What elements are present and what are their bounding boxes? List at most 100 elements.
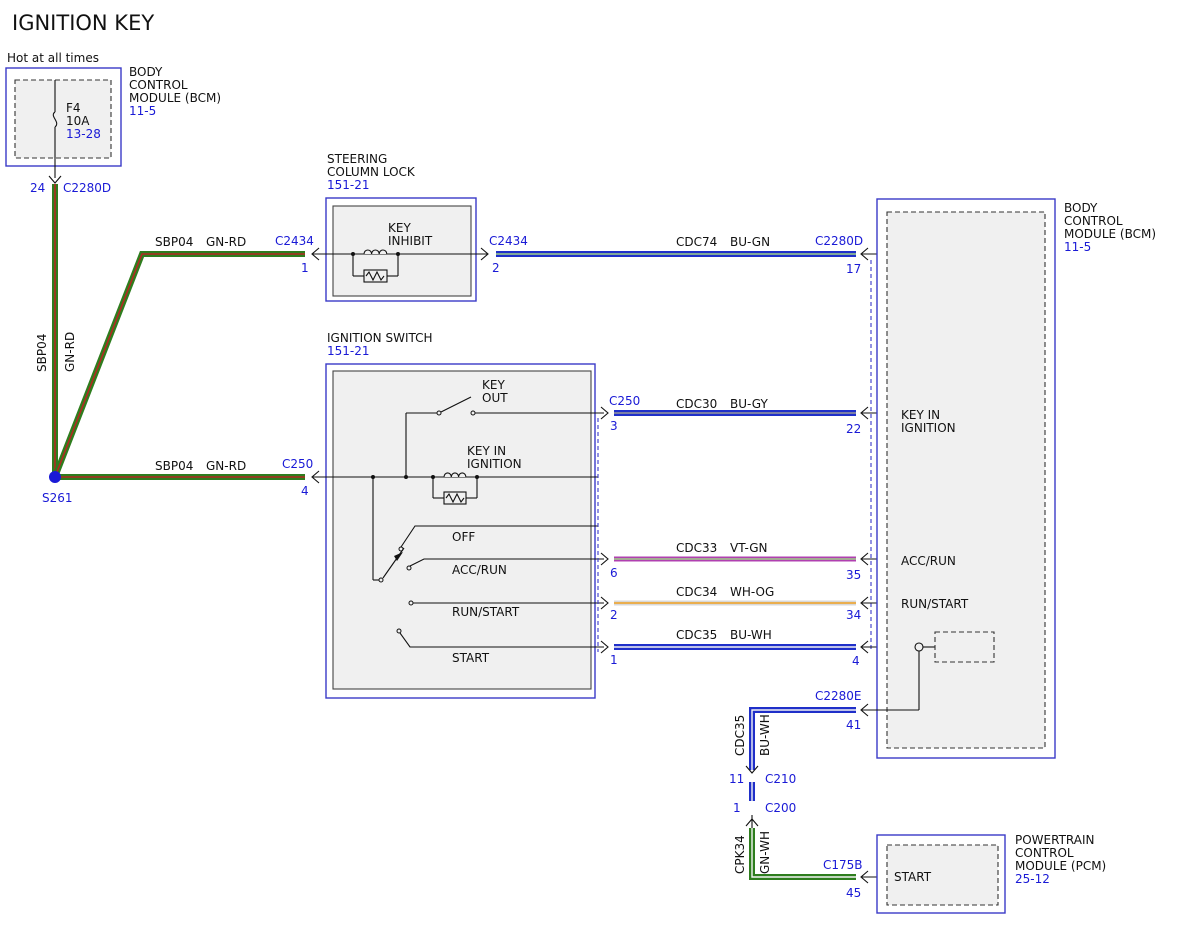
c250-lower-pin: 4 bbox=[301, 484, 309, 498]
pcm-name-2: CONTROL bbox=[1015, 846, 1074, 860]
ignition-switch-blade bbox=[382, 547, 405, 579]
c2280e-pin: 41 bbox=[846, 718, 861, 732]
pcm-module: START POWERTRAIN CONTROL MODULE (PCM) 25… bbox=[876, 833, 1106, 914]
cdc33-color: VT-GN bbox=[730, 541, 767, 555]
bcm-top-connector: C2280D bbox=[63, 181, 111, 195]
connector-arrow-icon bbox=[600, 552, 609, 566]
switch-arrow-icon bbox=[394, 552, 403, 561]
pcm-name-1: POWERTRAIN bbox=[1015, 833, 1095, 847]
cdc74-wire: CDC74 BU-GN C2280D 17 bbox=[496, 234, 888, 276]
connector-arrow-icon bbox=[745, 765, 759, 774]
sbp04-upper-circuit: SBP04 bbox=[155, 235, 193, 249]
bcm-right-name-1: BODY bbox=[1064, 201, 1098, 215]
cdc35-color: BU-WH bbox=[730, 628, 772, 642]
fuse-rating: 10A bbox=[66, 114, 90, 128]
cpk34-circuit: CPK34 bbox=[733, 835, 747, 874]
bcm-right-name-3: MODULE (BCM) bbox=[1064, 227, 1156, 241]
bcm-top-ref: 11-5 bbox=[129, 104, 156, 118]
position-acc-run: ACC/RUN bbox=[452, 563, 507, 577]
sbp04-lower-circuit: SBP04 bbox=[155, 459, 193, 473]
bcm-fuse-module: Hot at all times BODY CONTROL MODULE (BC… bbox=[5, 51, 221, 195]
c2434-left-pin: 1 bbox=[301, 261, 309, 275]
fuse-name: F4 bbox=[66, 101, 81, 115]
cdc34-circuit: CDC34 bbox=[676, 585, 717, 599]
diagram-title: IGNITION KEY bbox=[12, 11, 154, 35]
c2434-right-pin: 2 bbox=[492, 261, 500, 275]
ignition-switch-ref: 151-21 bbox=[327, 344, 370, 358]
bcm-key-in-1: KEY IN bbox=[901, 408, 940, 422]
c200-pin: 1 bbox=[733, 801, 741, 815]
key-in-label-1: KEY IN bbox=[467, 444, 506, 458]
fuse-ref: 13-28 bbox=[66, 127, 101, 141]
c2434-left-connector: C2434 bbox=[275, 234, 314, 248]
connector-arrow-icon bbox=[860, 640, 869, 654]
pcm-name-3: MODULE (PCM) bbox=[1015, 859, 1106, 873]
bcm-acc-run: ACC/RUN bbox=[901, 554, 956, 568]
bcm-run-start: RUN/START bbox=[901, 597, 969, 611]
bcm-right-module: BODY CONTROL MODULE (BCM) 11-5 KEY IN IG… bbox=[860, 198, 1156, 759]
steering-lock-name-1: STEERING bbox=[327, 152, 387, 166]
bcm-right-ref: 11-5 bbox=[1064, 240, 1091, 254]
steering-lock-ref: 151-21 bbox=[327, 178, 370, 192]
connector-arrow-icon bbox=[311, 247, 320, 261]
position-off: OFF bbox=[452, 530, 475, 544]
cpk34-color: GN-WH bbox=[758, 831, 772, 874]
cdc30-circuit: CDC30 bbox=[676, 397, 717, 411]
cdc74-circuit: CDC74 bbox=[676, 235, 717, 249]
right-wires: CDC30 BU-GY 3 22 CDC33 VT-GN 6 35 CDC34 … bbox=[610, 260, 915, 668]
connector-arrow-icon bbox=[745, 818, 759, 827]
steering-lock-name-2: COLUMN LOCK bbox=[327, 165, 416, 179]
connector-arrow-icon bbox=[600, 406, 609, 420]
sbp04-vertical-circuit: SBP04 bbox=[35, 334, 49, 372]
pcm-ref: 25-12 bbox=[1015, 872, 1050, 886]
coil-icon bbox=[443, 472, 467, 478]
c2280d-right-pin: 17 bbox=[846, 262, 861, 276]
connector-arrow-icon bbox=[860, 870, 869, 884]
connector-arrow-icon bbox=[860, 596, 869, 610]
sbp04-wires: SBP04 GN-RD SBP04 GN-RD C2434 1 SBP04 GN… bbox=[35, 184, 314, 505]
position-start: START bbox=[452, 651, 490, 665]
c250-lower-connector: C250 bbox=[282, 457, 313, 471]
resistor-icon bbox=[445, 492, 465, 504]
c250-right-connector: C250 bbox=[609, 394, 640, 408]
c200-connector: C200 bbox=[765, 801, 796, 815]
key-out-label-1: KEY bbox=[482, 378, 505, 392]
connector-arrow-icon bbox=[860, 247, 869, 261]
sbp04-upper-color: GN-RD bbox=[206, 235, 246, 249]
cdc35-down-circuit: CDC35 bbox=[733, 715, 747, 756]
cdc33-left-pin: 6 bbox=[610, 566, 618, 580]
cdc35-right-pin: 4 bbox=[852, 654, 860, 668]
c175b-pin: 45 bbox=[846, 886, 861, 900]
cdc35-down-wire: C2280E 41 CDC35 BU-WH 11 C210 1 C200 CPK… bbox=[729, 689, 888, 900]
splice-dot bbox=[49, 471, 61, 483]
connector-arrow-icon bbox=[600, 596, 609, 610]
bcm-top-name-1: BODY bbox=[129, 65, 163, 79]
c210-connector: C210 bbox=[765, 772, 796, 786]
connector-arrow-icon bbox=[860, 552, 869, 566]
coil-icon bbox=[363, 249, 388, 255]
bcm-top-pin: 24 bbox=[30, 181, 45, 195]
key-out-switch-blade bbox=[440, 396, 472, 413]
fuse-icon bbox=[52, 111, 58, 128]
cdc74-color: BU-GN bbox=[730, 235, 770, 249]
key-inhibit-1: KEY bbox=[388, 221, 411, 235]
bcm-right-name-2: CONTROL bbox=[1064, 214, 1123, 228]
steering-column-lock: STEERING COLUMN LOCK 151-21 KEY INHIBIT … bbox=[311, 152, 528, 302]
connector-arrow-icon bbox=[860, 703, 869, 717]
connector-arrow-icon bbox=[48, 175, 62, 184]
connector-arrow-icon bbox=[860, 406, 869, 420]
key-in-label-2: IGNITION bbox=[467, 457, 522, 471]
hot-at-all-times-caption: Hot at all times bbox=[7, 51, 99, 65]
key-inhibit-2: INHIBIT bbox=[388, 234, 433, 248]
connector-arrow-icon bbox=[600, 640, 609, 654]
bcm-top-name-2: CONTROL bbox=[129, 78, 188, 92]
pcm-start-label: START bbox=[894, 870, 932, 884]
cdc33-circuit: CDC33 bbox=[676, 541, 717, 555]
cdc30-left-pin: 3 bbox=[610, 419, 618, 433]
ignition-switch-name: IGNITION SWITCH bbox=[327, 331, 433, 345]
c2280d-right-connector: C2280D bbox=[815, 234, 863, 248]
cdc35-circuit: CDC35 bbox=[676, 628, 717, 642]
sbp04-vertical-color: GN-RD bbox=[63, 332, 77, 372]
c2280e-connector: C2280E bbox=[815, 689, 862, 703]
cdc34-right-pin: 34 bbox=[846, 608, 861, 622]
